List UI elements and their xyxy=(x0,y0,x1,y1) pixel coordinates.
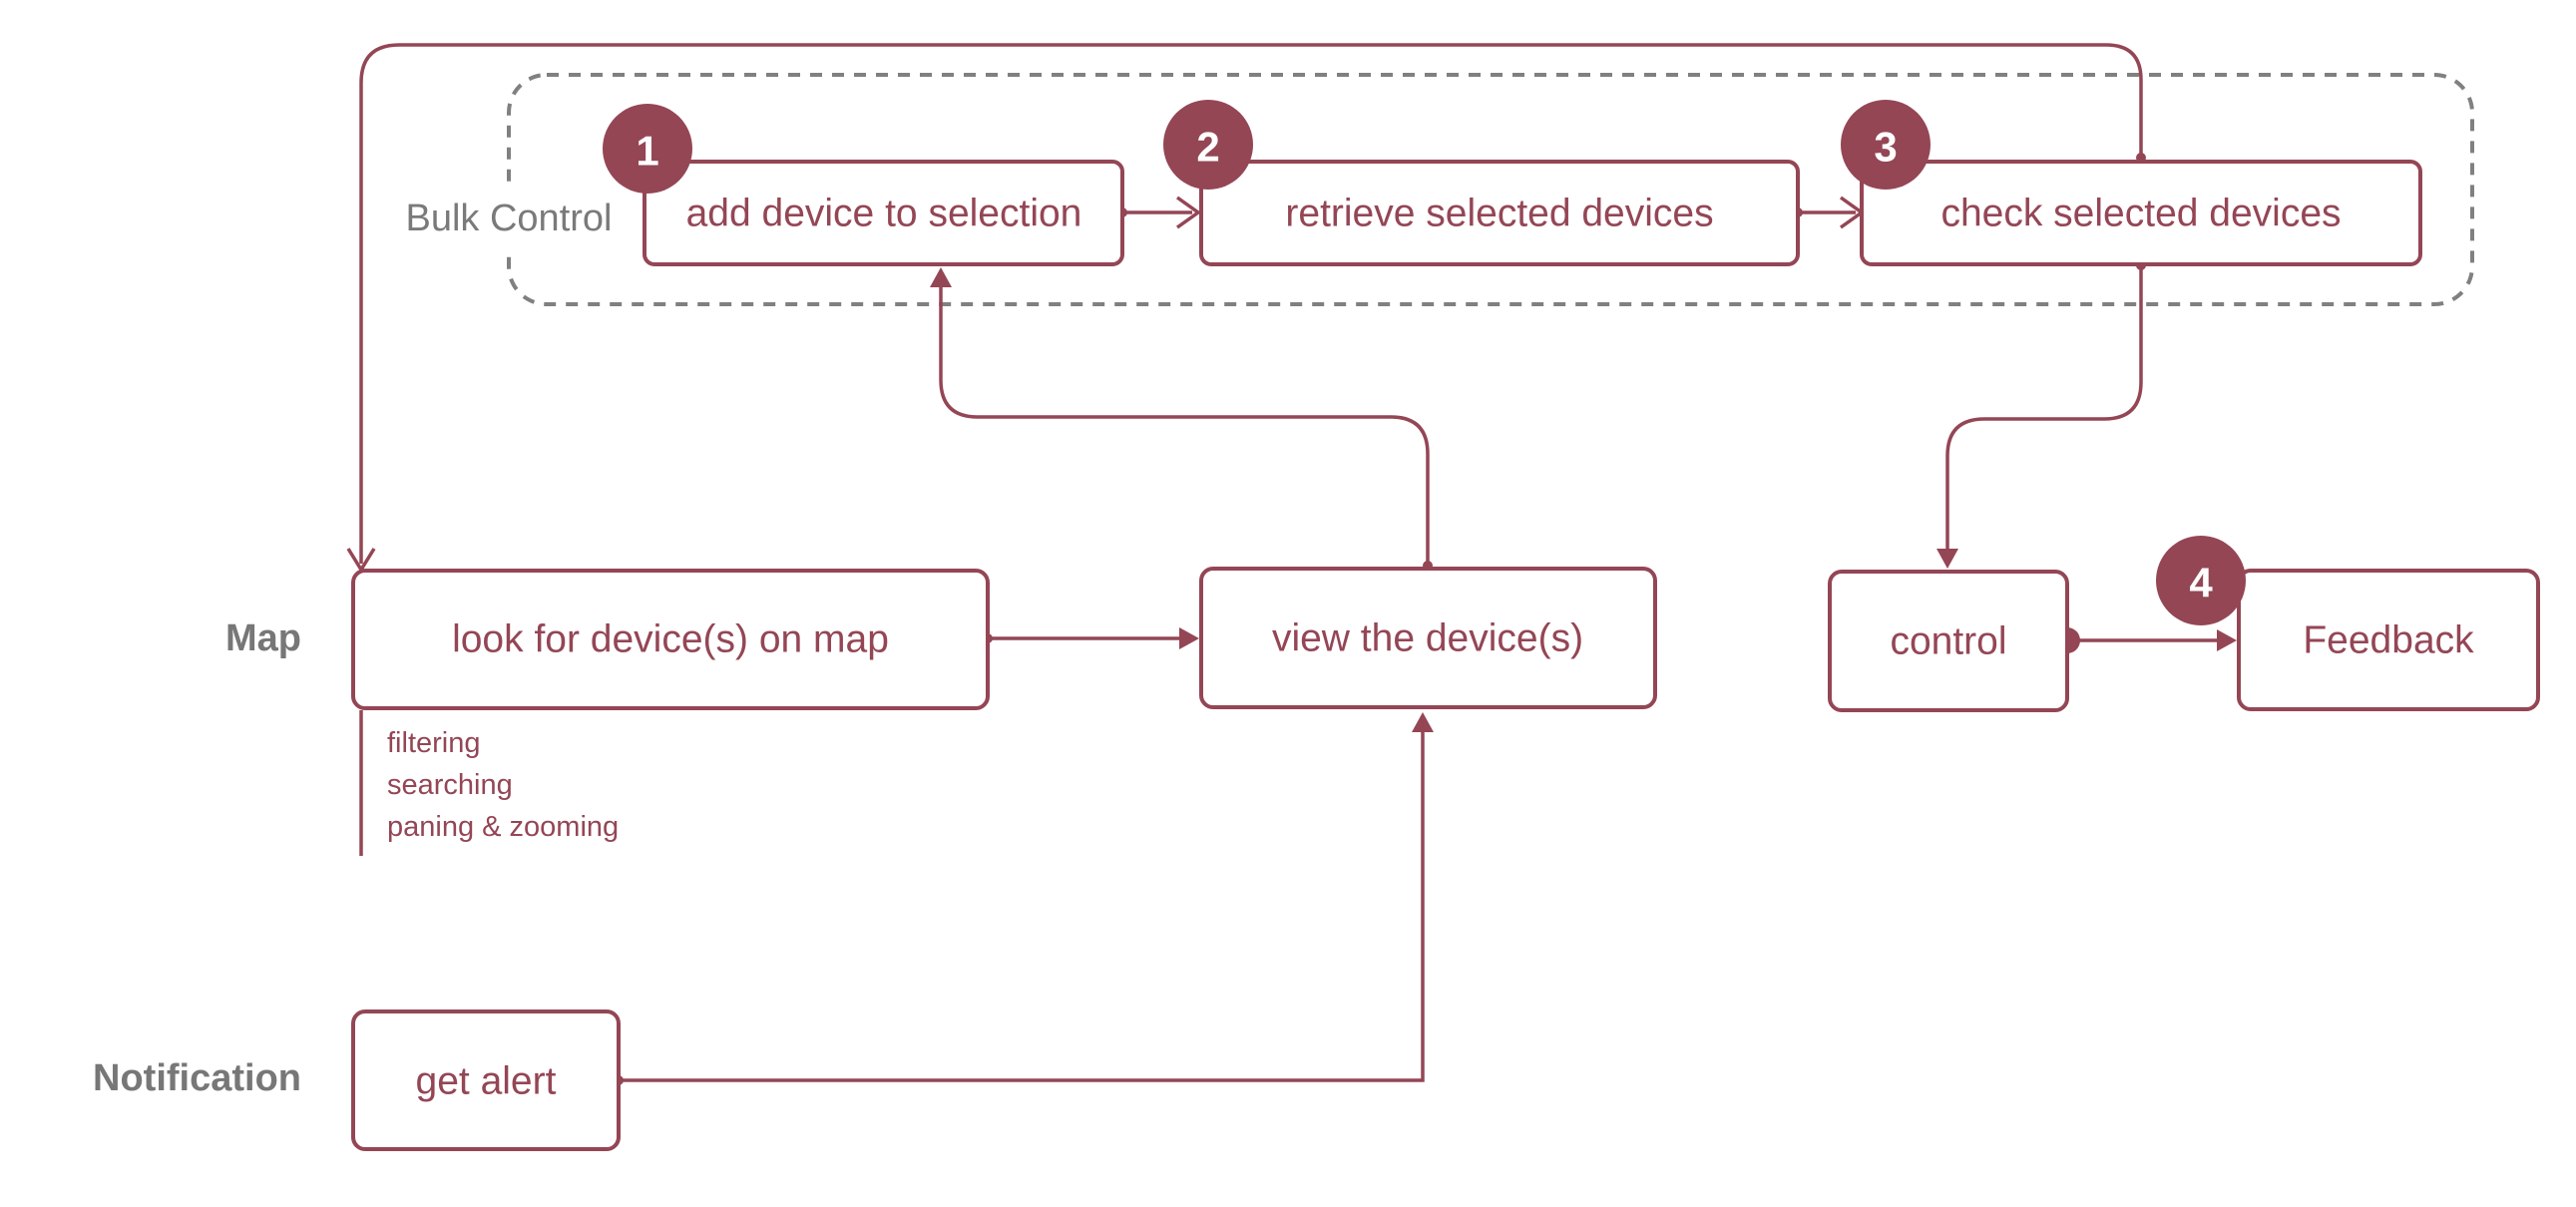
edge-arrowhead xyxy=(1412,712,1434,732)
step-badge-4: 4 xyxy=(2156,536,2246,625)
bulk-control-label: Bulk Control xyxy=(406,198,613,239)
edge-alert-to-view xyxy=(619,726,1425,1082)
group-label-backdrop xyxy=(391,190,631,249)
node-label-feedback: Feedback xyxy=(2303,619,2474,662)
step-badge-4-label: 4 xyxy=(2189,560,2213,606)
node-label-add-device: add device to selection xyxy=(686,193,1082,235)
edge-arrowhead xyxy=(1179,627,1199,649)
map-notes: filtering searching paning & zooming xyxy=(387,727,619,843)
edge-arrowhead xyxy=(930,267,952,287)
node-label-control: control xyxy=(1890,620,2006,663)
bulk-control-group: Bulk Control xyxy=(391,73,2474,306)
node-look-for[interactable]: look for device(s) on map xyxy=(351,569,990,710)
bulk-control-group-border xyxy=(507,73,2474,306)
node-label-get-alert: get alert xyxy=(416,1060,557,1103)
note-filtering: filtering xyxy=(387,727,481,759)
node-label-look-for: look for device(s) on map xyxy=(452,618,889,661)
step-badge-3: 3 xyxy=(1841,100,1931,190)
edge-check-loop-to-map xyxy=(359,43,2143,564)
step-badge-2-label: 2 xyxy=(1196,124,1219,171)
node-label-retrieve: retrieve selected devices xyxy=(1285,193,1713,235)
lane-label-map: Map xyxy=(225,617,301,659)
edge-check-to-control xyxy=(1945,265,2143,555)
node-label-check: check selected devices xyxy=(1940,193,2341,235)
edge-view-to-add xyxy=(939,281,1430,566)
step-badge-3-label: 3 xyxy=(1874,124,1897,171)
step-badge-2: 2 xyxy=(1163,100,1253,190)
note-panning-zooming: paning & zooming xyxy=(387,811,619,843)
step-badge-1-label: 1 xyxy=(636,128,658,175)
node-feedback[interactable]: Feedback xyxy=(2237,569,2540,711)
edge-open-arrow xyxy=(1175,196,1202,229)
step-badge-1: 1 xyxy=(603,104,692,194)
node-label-view: view the device(s) xyxy=(1272,617,1583,660)
node-get-alert[interactable]: get alert xyxy=(351,1009,621,1151)
node-control[interactable]: control xyxy=(1828,570,2069,712)
note-searching: searching xyxy=(387,769,513,801)
node-view[interactable]: view the device(s) xyxy=(1199,567,1657,709)
node-retrieve[interactable]: retrieve selected devices xyxy=(1199,160,1800,266)
node-add-device[interactable]: add device to selection xyxy=(643,160,1124,266)
node-check[interactable]: check selected devices xyxy=(1860,160,2422,266)
edge-arrowhead xyxy=(1936,549,1958,569)
lane-label-notification: Notification xyxy=(93,1057,301,1099)
edge-arrowhead xyxy=(2217,629,2237,651)
